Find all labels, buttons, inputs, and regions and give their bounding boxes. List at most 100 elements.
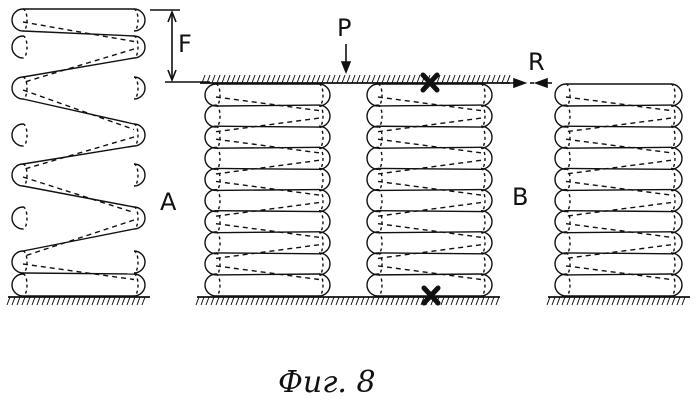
hatch <box>387 75 390 83</box>
coil-end <box>367 168 378 190</box>
coil-end <box>481 147 492 169</box>
label-a: A <box>160 188 177 216</box>
coil-back-wire <box>378 97 481 111</box>
coil-end <box>134 9 145 31</box>
coil-end <box>319 232 330 254</box>
coil-end <box>12 124 23 146</box>
coil-hidden <box>216 232 220 254</box>
hatch <box>287 75 290 83</box>
coil-back-wire <box>566 97 671 111</box>
hatch <box>346 297 349 305</box>
coil-end <box>205 126 216 148</box>
coil-back-wire <box>216 266 319 280</box>
hatch <box>97 297 100 305</box>
hatch <box>326 297 329 305</box>
coil-wire <box>216 147 319 148</box>
hatch <box>7 297 10 305</box>
coil-back-wire <box>216 181 319 195</box>
coil-hidden <box>481 211 485 233</box>
hatch <box>216 297 219 305</box>
coil-back-wire <box>378 224 481 238</box>
coil-end <box>367 253 378 275</box>
hatch <box>261 297 264 305</box>
coil-back-wire <box>566 181 671 195</box>
coil-wire <box>566 147 671 148</box>
hatch <box>592 297 595 305</box>
coil-end <box>555 84 566 106</box>
coil-end <box>367 84 378 106</box>
coil-hidden <box>216 274 220 296</box>
coil-hidden <box>481 232 485 254</box>
hatch <box>447 75 450 83</box>
coil-wire <box>566 211 671 212</box>
hatch <box>647 297 650 305</box>
coil-end <box>319 105 330 127</box>
hatch <box>232 75 235 83</box>
hatch <box>452 75 455 83</box>
coil-end <box>481 211 492 233</box>
hatch <box>251 297 254 305</box>
coil-wire <box>216 232 319 233</box>
hatch <box>231 297 234 305</box>
hatch <box>256 297 259 305</box>
coil-wire <box>566 190 671 191</box>
coil-hidden <box>319 274 323 296</box>
coil-hidden <box>671 105 675 127</box>
hatch <box>637 297 640 305</box>
hatch <box>441 297 444 305</box>
coil-end <box>367 190 378 212</box>
label-b: B <box>512 183 528 211</box>
hatch <box>321 297 324 305</box>
hatch <box>317 75 320 83</box>
coil-hidden <box>378 211 382 233</box>
coil-back-wire <box>23 49 134 83</box>
coil-end <box>555 253 566 275</box>
coil-hidden <box>23 124 27 146</box>
coil-end <box>481 253 492 275</box>
hatch <box>227 75 230 83</box>
coil-hidden <box>23 207 27 229</box>
coil-wire <box>378 274 481 275</box>
hatch <box>331 297 334 305</box>
coil-wire <box>23 186 134 207</box>
hatch <box>306 297 309 305</box>
coil-wire <box>566 126 671 127</box>
coil-hidden <box>319 84 323 106</box>
coil-hidden <box>216 253 220 275</box>
hatch <box>72 297 75 305</box>
hatch <box>612 297 615 305</box>
coil-wire <box>23 273 134 274</box>
hatch <box>577 297 580 305</box>
coil-end <box>367 211 378 233</box>
hatch <box>247 75 250 83</box>
hatch <box>487 75 490 83</box>
coil-hidden <box>378 147 382 169</box>
hatch <box>356 297 359 305</box>
coil-end <box>12 164 23 186</box>
hatch <box>37 297 40 305</box>
hatch <box>496 297 499 305</box>
hatch <box>42 297 45 305</box>
hatch <box>297 75 300 83</box>
coil-hidden <box>319 168 323 190</box>
coil-end <box>671 190 682 212</box>
coil-hidden <box>566 147 570 169</box>
coil-end <box>671 274 682 296</box>
coil-end <box>367 105 378 127</box>
coil-hidden <box>481 274 485 296</box>
coil-end <box>367 274 378 296</box>
coil-hidden <box>566 211 570 233</box>
spring-2 <box>205 84 330 296</box>
coil-end <box>205 84 216 106</box>
hatch <box>201 297 204 305</box>
coil-end <box>319 190 330 212</box>
hatch <box>392 75 395 83</box>
coil-wire <box>216 168 319 169</box>
hatch <box>196 297 199 305</box>
hatch <box>461 297 464 305</box>
hatch <box>416 297 419 305</box>
coil-hidden <box>566 126 570 148</box>
coil-back-wire <box>566 224 671 238</box>
coil-end <box>205 105 216 127</box>
